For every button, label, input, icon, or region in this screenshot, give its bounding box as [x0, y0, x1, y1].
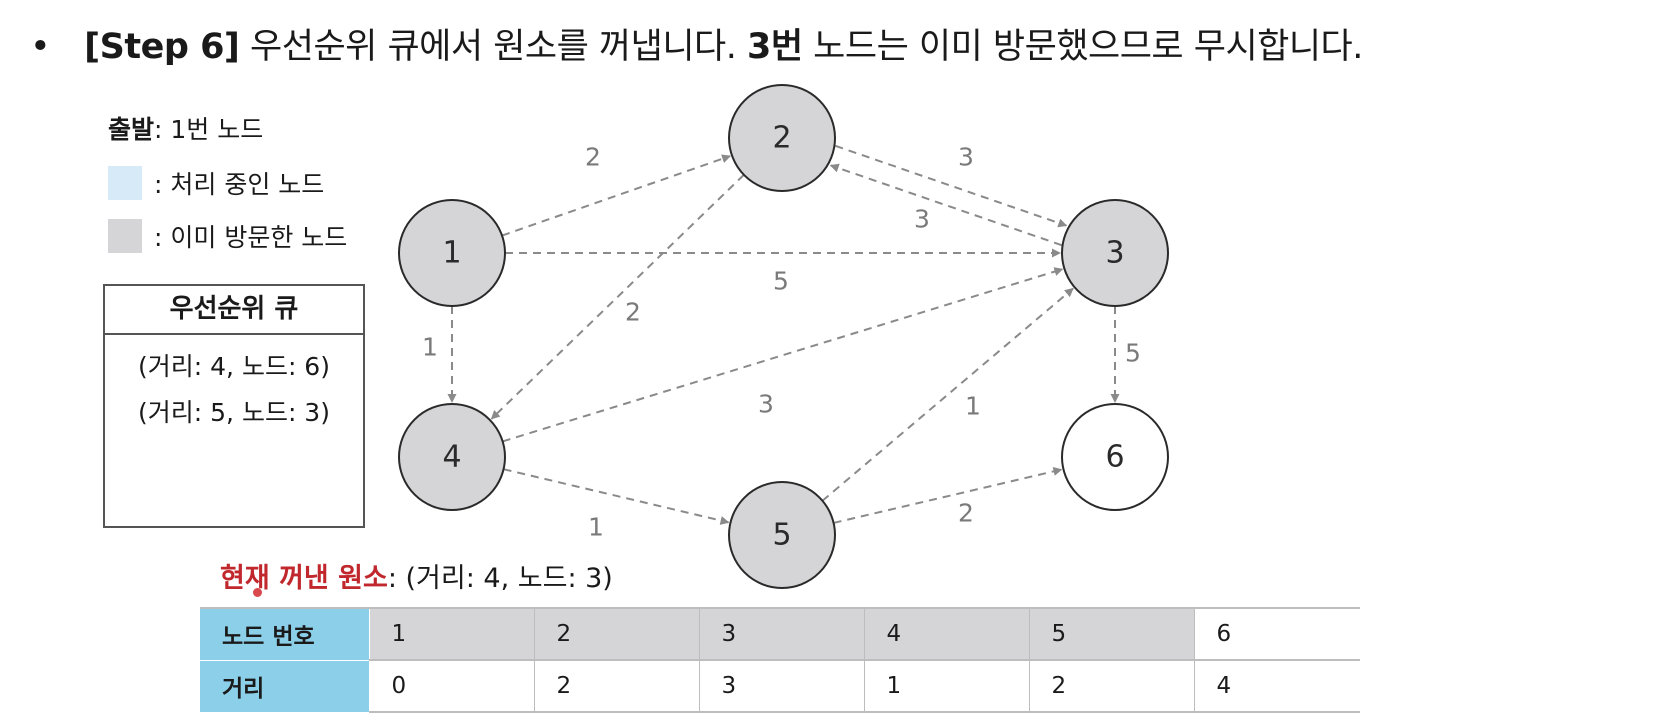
node-number-cell: 5 [1029, 607, 1195, 661]
title-text-1: 우선순위 큐에서 원소를 꺼냅니다. [239, 27, 747, 67]
legend-visited: : 이미 방문한 노드 [108, 218, 347, 254]
legend-visited-label: : 이미 방문한 노드 [154, 223, 348, 252]
distance-cell: 3 [699, 660, 865, 713]
row-header-node-number: 노드 번호 [200, 607, 370, 661]
priority-queue-item: (거리: 4, 노드: 6) [138, 352, 330, 381]
distance-cell: 4 [1194, 660, 1360, 713]
graph-diagram: 2 5 1 3 3 2 3 1 1 5 2 1 2 3 4 5 6 [398, 84, 1169, 589]
distance-cell: 2 [534, 660, 700, 713]
node-2-circle [728, 84, 836, 192]
node-number-cell: 3 [699, 607, 865, 661]
distance-table: 노드 번호 1 2 3 4 5 6 거리 0 2 3 1 2 4 [200, 607, 1360, 713]
edge-weight-label: 2 [958, 499, 974, 528]
node-1-circle [398, 199, 506, 307]
priority-queue-title: 우선순위 큐 [105, 286, 363, 335]
legend-start-label: 출발 [108, 115, 155, 144]
node-5-label: 5 [772, 518, 791, 553]
distance-cell: 0 [369, 660, 535, 713]
legend-processing-label: : 처리 중인 노드 [154, 170, 325, 199]
step-title: • [Step 6] 우선순위 큐에서 원소를 꺼냅니다. 3번 노드는 이미 방… [30, 18, 1363, 69]
edge-weight-label: 5 [773, 267, 789, 296]
edge-1-to-2 [501, 154, 732, 237]
node-2-label: 2 [772, 121, 791, 156]
node-number-cell: 6 [1194, 607, 1360, 661]
row-header-distance: 거리 [200, 660, 370, 713]
edge-4-to-5 [503, 468, 730, 525]
edge-2-to-3 [835, 144, 1068, 228]
legend-processing: : 처리 중인 노드 [108, 165, 324, 201]
node-5-circle [728, 481, 836, 589]
legend-start-value: : 1번 노드 [154, 115, 264, 144]
edge-weight-label: 1 [422, 333, 438, 362]
node-3-label: 3 [1105, 236, 1124, 271]
priority-queue-box: 우선순위 큐 (거리: 4, 노드: 6) (거리: 5, 노드: 3) [103, 284, 365, 528]
edge-weight-label: 1 [965, 392, 981, 421]
current-element-label: 현재 꺼낸 원소 [220, 563, 388, 594]
processing-swatch [108, 166, 142, 200]
edge-5-to-6 [833, 466, 1063, 524]
current-element: 현재 꺼낸 원소: (거리: 4, 노드: 3) [220, 556, 613, 595]
distance-cell: 1 [864, 660, 1030, 713]
edge-3-to-2 [829, 163, 1062, 247]
node-number-cell: 2 [534, 607, 700, 661]
edge-weight-label: 2 [585, 143, 601, 172]
bullet-icon: • [30, 27, 51, 67]
node-number-cell: 4 [864, 607, 1030, 661]
distance-cell: 2 [1029, 660, 1195, 713]
table-row-distances: 거리 0 2 3 1 2 4 [200, 660, 1360, 713]
title-highlight: 3번 [746, 27, 803, 67]
node-4-circle [398, 403, 506, 511]
node-number-cell: 1 [369, 607, 535, 661]
edge-2-to-4 [490, 174, 745, 420]
current-element-value: : (거리: 4, 노드: 3) [387, 563, 613, 594]
node-6-circle [1061, 403, 1169, 511]
edge-weight-label: 3 [758, 390, 774, 419]
edge-5-to-3 [821, 287, 1074, 502]
node-6-label: 6 [1105, 440, 1124, 475]
title-text-2: 노드는 이미 방문했으므로 무시합니다. [802, 27, 1363, 67]
node-3-circle [1061, 199, 1169, 307]
legend-start: 출발: 1번 노드 [108, 110, 263, 146]
node-4-label: 4 [442, 440, 461, 475]
edge-weight-label: 5 [1125, 339, 1141, 368]
edge-weight-label: 3 [958, 143, 974, 172]
edge-weight-label: 1 [588, 513, 604, 542]
edge-weight-label: 3 [914, 205, 930, 234]
visited-swatch [108, 219, 142, 253]
table-row-node-numbers: 노드 번호 1 2 3 4 5 6 [200, 607, 1360, 661]
cursor-dot [253, 588, 262, 597]
node-1-label: 1 [442, 236, 461, 271]
edge-weight-label: 2 [625, 298, 641, 327]
priority-queue-item: (거리: 5, 노드: 3) [138, 398, 330, 427]
step-label: [Step 6] [84, 27, 240, 67]
